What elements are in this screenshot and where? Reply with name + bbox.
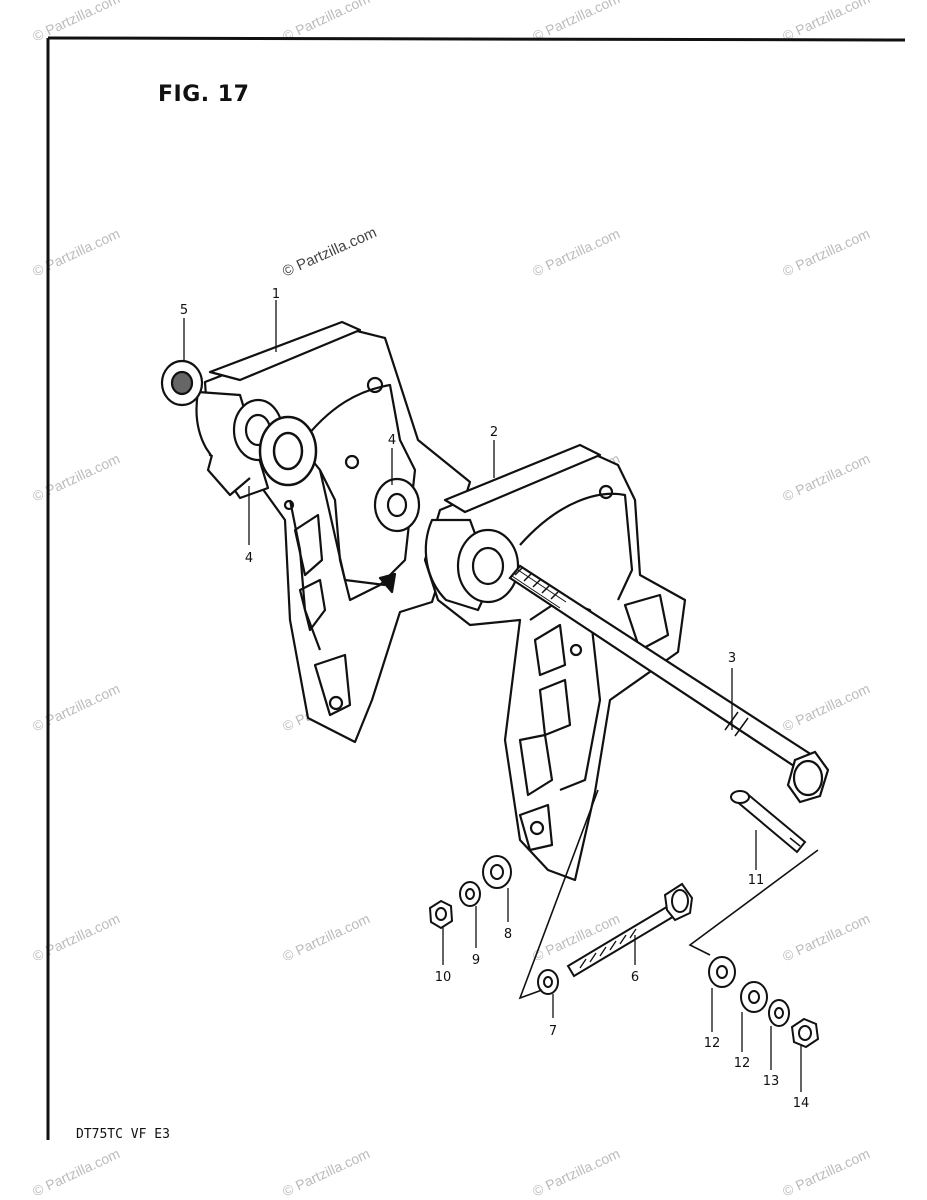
figure-title: FIG. 17 (158, 82, 250, 107)
callout-10: 10 (435, 970, 452, 985)
callout-4-left: 4 (245, 551, 253, 566)
callout-2: 2 (490, 425, 498, 440)
part-11-pin (730, 790, 807, 854)
part-6-bolt (566, 882, 694, 978)
part-12-washer-a (708, 956, 736, 988)
part-4-washer-left (258, 415, 318, 487)
part-2-clamp-bracket-right (423, 443, 687, 882)
assembly-guide-lines (518, 789, 819, 1000)
model-code: DT75TC VF E3 (76, 1127, 170, 1142)
part-14-nut (790, 1017, 820, 1049)
callout-14: 14 (793, 1096, 810, 1111)
callout-7: 7 (549, 1024, 557, 1039)
part-7-washer (537, 969, 559, 995)
callout-12-b: 12 (734, 1056, 751, 1071)
callout-1: 1 (272, 287, 280, 302)
callout-4-right: 4 (388, 433, 396, 448)
callout-12-a: 12 (704, 1036, 721, 1051)
callout-3: 3 (728, 651, 736, 666)
part-9-lockwasher (459, 881, 481, 907)
part-10-nut (428, 899, 454, 930)
part-13-lockwasher (768, 999, 790, 1027)
leader-lines (183, 300, 802, 1092)
part-8-washer (482, 855, 512, 889)
callout-9: 9 (472, 953, 480, 968)
callout-5: 5 (180, 303, 188, 318)
callout-8: 8 (504, 927, 512, 942)
part-3-clamp-bolt (508, 564, 830, 804)
callout-6: 6 (631, 970, 639, 985)
callout-13: 13 (763, 1074, 780, 1089)
part-12-washer-b (740, 981, 768, 1013)
part-5-bushing (160, 359, 204, 407)
callout-11: 11 (748, 873, 765, 888)
page-frame (46, 36, 906, 1140)
